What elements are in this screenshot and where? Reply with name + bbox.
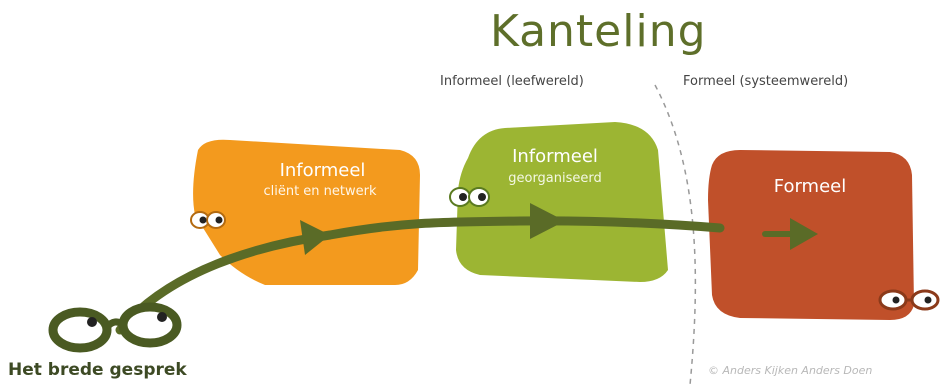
green-block-title: Informeel [512, 146, 598, 167]
bottom-label: Het brede gesprek [8, 360, 187, 380]
orange-block-subtitle: cliënt en netwerk [263, 184, 377, 199]
flow-path [115, 216, 725, 335]
glasses-icon [48, 302, 182, 353]
arrow-icon [507, 203, 565, 239]
glasses-icon [878, 289, 940, 311]
eyes-icon [449, 187, 490, 207]
section-label-leefwereld: Informeel (leefwereld) [440, 74, 584, 89]
green-block-subtitle: georganiseerd [508, 171, 602, 186]
arrow-icon [275, 220, 330, 255]
red-block-title: Formeel [773, 176, 847, 197]
orange-block-title: Informeel [279, 160, 366, 181]
diagram-title: Kanteling [490, 6, 707, 57]
eyes-icon [190, 211, 226, 229]
block-informeel-georganiseerd [456, 122, 668, 282]
section-label-systeemwereld: Formeel (systeemwereld) [683, 74, 849, 89]
arrow-icon [762, 218, 818, 250]
copyright-text: © Anders Kijken Anders Doen [708, 364, 873, 377]
